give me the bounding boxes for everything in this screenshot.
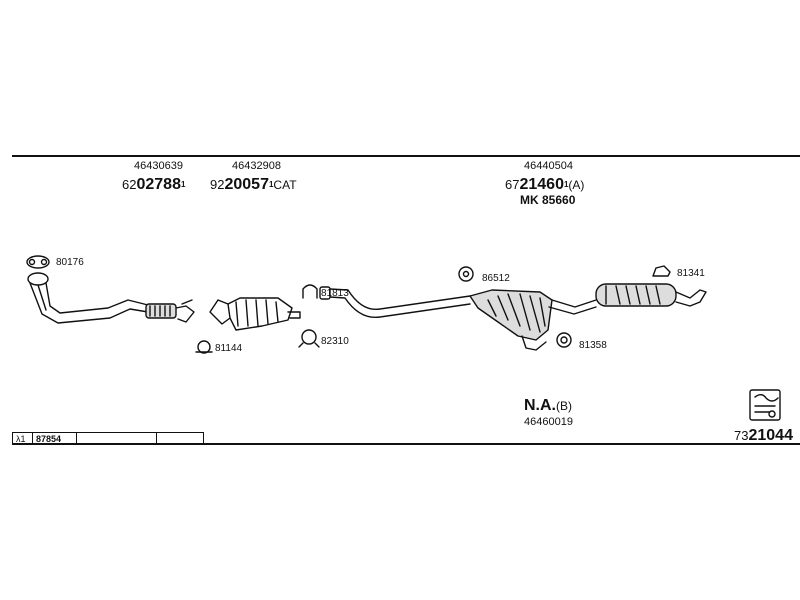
hw-label-80176: 80176: [56, 257, 84, 268]
hw-label-81813: 81813: [321, 288, 349, 299]
rear-system-number[interactable]: 67214601(A): [505, 176, 584, 194]
hw-label-82310: 82310: [321, 336, 349, 347]
diagram-number: 7321044: [734, 427, 793, 444]
catalyst-main: 20057: [224, 176, 269, 193]
intermediate-pipe-icon[interactable]: [319, 286, 471, 319]
sensor-value-cell: 87854: [33, 433, 77, 445]
front-pipe-prefix: 62: [122, 177, 137, 192]
catalyst-sup: 1: [268, 180, 274, 189]
catalyst-suffix: CAT: [273, 178, 297, 192]
rear-system-suffix: (A): [568, 178, 585, 192]
hw-label-86512: 86512: [482, 273, 510, 284]
sensor-lambda-cell: λ1: [13, 433, 33, 445]
clamp-81813-icon[interactable]: [302, 284, 318, 299]
gasket-80176-icon[interactable]: [26, 255, 50, 269]
rear-system-sup: 1: [563, 180, 569, 189]
front-pipe-ref: 46430639: [134, 160, 183, 172]
rear-system-main: 21460: [519, 176, 564, 193]
catalyst-ref: 46432908: [232, 160, 281, 172]
hw-label-81358: 81358: [579, 340, 607, 351]
rear-system-ref: 46440504: [524, 160, 573, 172]
clamp-81144-icon[interactable]: [195, 340, 213, 354]
sensor-table: λ1 87854: [12, 432, 204, 445]
diagram-number-prefix: 73: [734, 428, 749, 443]
catalyst-prefix: 92: [210, 177, 225, 192]
front-pipe-sup: 1: [180, 180, 186, 189]
front-pipe-icon[interactable]: [27, 272, 195, 324]
front-pipe-number[interactable]: 62027881: [122, 176, 185, 193]
sensor-empty-cell-1: [77, 433, 157, 445]
bottom-rule: [12, 443, 800, 445]
rubber-mount-81341-icon[interactable]: [652, 265, 671, 277]
rear-system-prefix: 67: [505, 177, 520, 192]
na-label: N.A.(B): [524, 397, 572, 415]
top-rule: [12, 155, 800, 157]
gasket-86512-icon[interactable]: [458, 266, 474, 282]
hw-label-81144: 81144: [215, 343, 243, 354]
diagram-number-main: 21044: [748, 427, 793, 444]
rear-system-kit: MK 85660: [520, 193, 576, 207]
clamp-82310-icon[interactable]: [298, 329, 320, 348]
front-pipe-main: 02788: [136, 176, 181, 193]
catalytic-converter-icon[interactable]: [209, 297, 301, 331]
clamp-81358-icon[interactable]: [556, 332, 572, 348]
rear-muffler-icon[interactable]: [595, 283, 707, 307]
catalyst-number[interactable]: 92200571CAT: [210, 176, 297, 194]
emission-sticker-icon: [749, 389, 781, 421]
na-main: N.A.: [524, 397, 556, 414]
hw-label-81341: 81341: [677, 268, 705, 279]
center-silencer-icon[interactable]: [469, 289, 597, 351]
na-suffix: (B): [556, 399, 572, 413]
na-ref: 46460019: [524, 416, 573, 428]
